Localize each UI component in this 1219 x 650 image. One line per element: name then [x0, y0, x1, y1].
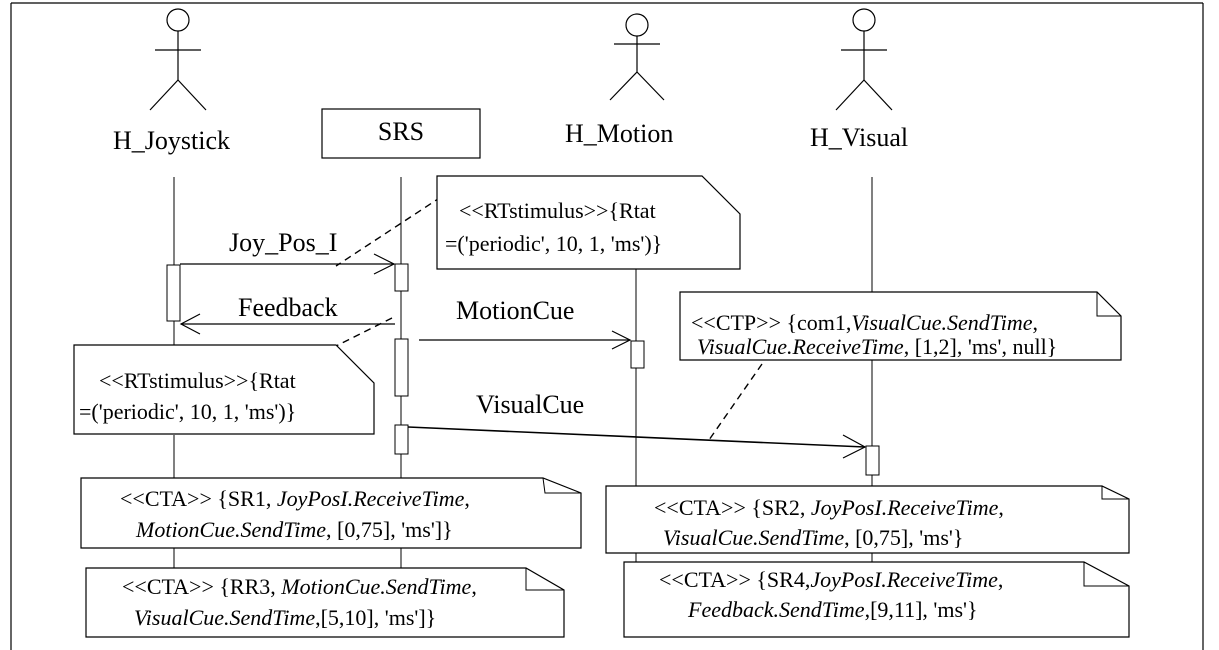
actor-head-icon	[166, 8, 190, 32]
message-visual-cue	[407, 426, 867, 459]
note-line: <<RTstimulus>>{Rtat	[99, 368, 296, 393]
message-feedback	[179, 313, 395, 335]
note-cta-rr3: <<CTA>> {RR3, MotionCue.SendTime, Visual…	[85, 567, 565, 638]
note-line: <<CTA>> {SR1, JoyPosI.ReceiveTime,	[120, 486, 470, 511]
note-line: <<RTstimulus>>{Rtat	[459, 198, 656, 223]
actor-label-h-visual: H_Visual	[810, 123, 908, 152]
note-cta-sr2: <<CTA>> {SR2, JoyPosI.ReceiveTime, Visua…	[605, 485, 1130, 554]
note-line: MotionCue.SendTime, [0,75], 'ms']}	[135, 517, 453, 542]
anchor-rt-left	[319, 317, 393, 355]
activation-srs-3	[394, 424, 409, 455]
note-line: =('periodic', 10, 1, 'ms')}	[445, 231, 662, 256]
note-ctp: <<CTP>> {com1,VisualCue.SendTime, Visual…	[679, 291, 1122, 361]
note-line: <<CTA>> {SR2, JoyPosI.ReceiveTime,	[654, 495, 1004, 520]
activation-srs-1	[394, 263, 409, 292]
actor-label-h-motion: H_Motion	[565, 119, 673, 148]
message-label-motion-cue: MotionCue	[456, 296, 574, 325]
note-line: VisualCue.SendTime,[5,10], 'ms']}	[134, 605, 436, 630]
note-line: <<CTA>> {RR3, MotionCue.SendTime,	[122, 574, 477, 599]
note-line: VisualCue.SendTime, [0,75], 'ms'}	[663, 525, 963, 550]
message-motion-cue	[419, 330, 632, 350]
actor-label-h-joystick: H_Joystick	[113, 126, 230, 155]
activation-bars	[166, 263, 880, 476]
note-rt-stimulus-left: <<RTstimulus>>{Rtat =('periodic', 10, 1,…	[73, 344, 375, 435]
note-cta-sr4: <<CTA>> {SR4,JoyPosI.ReceiveTime, Feedba…	[623, 561, 1130, 638]
message-label-visual-cue: VisualCue	[476, 390, 584, 419]
actor-head-icon	[852, 8, 876, 32]
activation-h-motion	[630, 340, 645, 369]
note-cta-sr1: <<CTA>> {SR1, JoyPosI.ReceiveTime, Motio…	[80, 477, 582, 549]
activation-h-joystick	[166, 264, 181, 322]
activation-h-visual	[865, 445, 880, 476]
srs-object-box	[321, 108, 481, 159]
note-line: Feedback.SendTime,[9,11], 'ms'}	[687, 597, 978, 622]
activation-srs-2	[394, 338, 409, 397]
note-line: <<CTP>> {com1,VisualCue.SendTime,	[691, 310, 1038, 335]
actor-figure-h-visual	[835, 8, 893, 111]
note-anchors	[319, 196, 763, 441]
note-line: <<CTA>> {SR4,JoyPosI.ReceiveTime,	[659, 567, 1003, 592]
actor-figure-h-joystick	[149, 8, 207, 111]
note-rt-stimulus-top: <<RTstimulus>>{Rtat =('periodic', 10, 1,…	[436, 175, 741, 270]
note-line: VisualCue.ReceiveTime, [1,2], 'ms', null…	[697, 334, 1057, 359]
diagram-frame	[10, 2, 1204, 650]
anchor-rt-top	[335, 196, 442, 267]
actor-label-srs: SRS	[378, 117, 424, 146]
message-joy-pos	[180, 253, 396, 275]
anchor-ctp	[708, 363, 763, 441]
actor-figure-h-motion	[609, 13, 665, 101]
message-label-joy-pos: Joy_Pos_I	[229, 228, 337, 257]
message-label-feedback: Feedback	[238, 293, 338, 322]
note-line: =('periodic', 10, 1, 'ms')}	[79, 399, 296, 424]
actor-head-icon	[625, 13, 649, 37]
